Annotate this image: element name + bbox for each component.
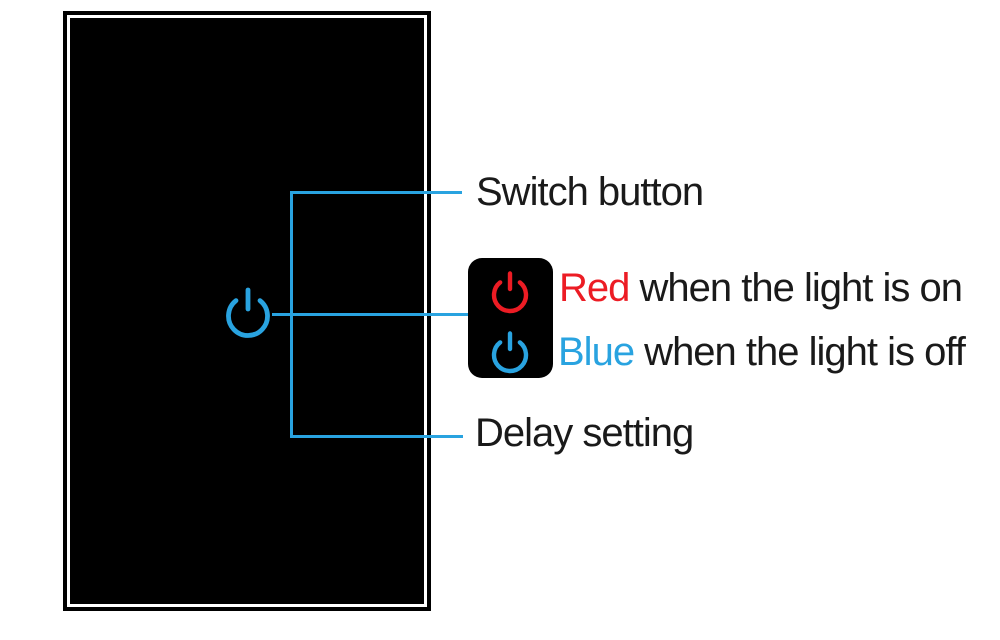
legend-light-off: Blue when the light is off: [558, 330, 966, 374]
legend-off-text: when the light is off: [634, 330, 966, 374]
indicator-badge: [468, 258, 553, 378]
callout-line-delay-setting: [290, 435, 463, 438]
legend-off-color-word: Blue: [558, 330, 635, 374]
panel-inner-border: [67, 15, 427, 607]
power-icon-blue: [491, 331, 529, 374]
power-icon: [226, 287, 270, 338]
callout-line-switch-button: [290, 191, 462, 194]
callout-line-indicator: [272, 313, 468, 316]
legend-on-color-word: Red: [559, 266, 630, 310]
power-icon-red: [491, 271, 529, 314]
legend-light-on: Red when the light is on: [559, 266, 963, 310]
delay-setting-label: Delay setting: [475, 411, 694, 455]
legend-on-text: when the light is on: [629, 266, 963, 310]
switch-button-label: Switch button: [476, 170, 704, 214]
